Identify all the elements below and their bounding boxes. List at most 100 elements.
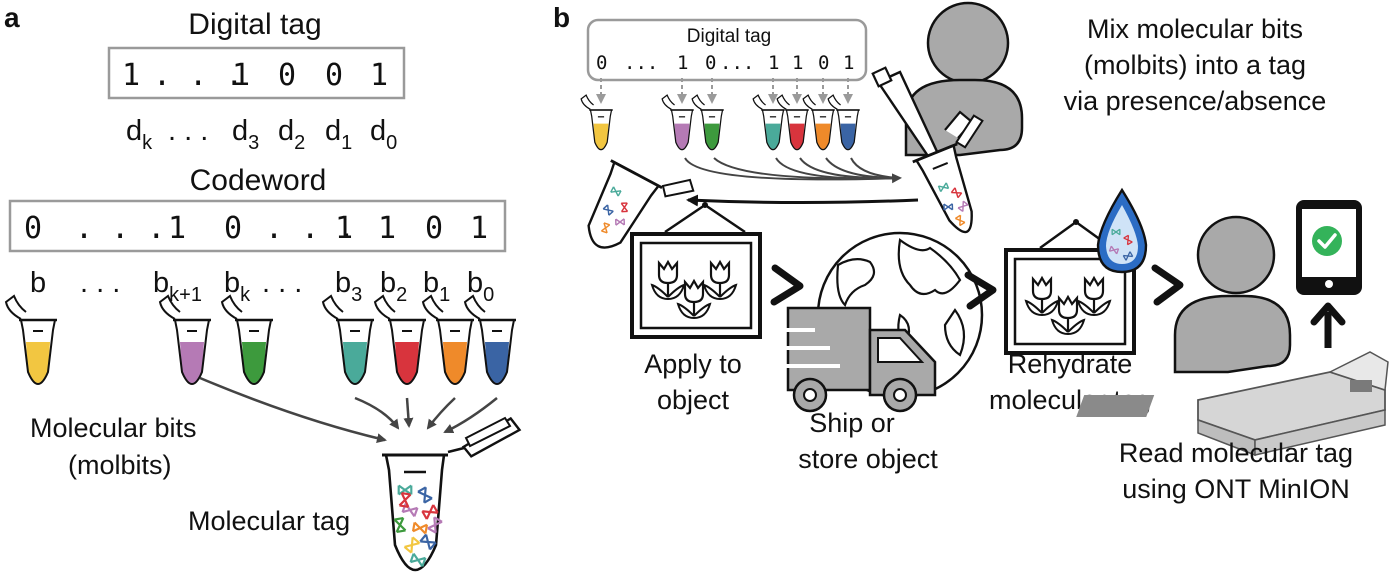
- pipette-icon: [871, 66, 974, 191]
- arrow-icon: [1151, 264, 1184, 306]
- panel-b-molbit-tubes: [580, 94, 860, 151]
- arrow-icon: [1310, 302, 1346, 326]
- mix-text-2: (molbits) into a tag: [1084, 50, 1306, 80]
- tube-icon: [463, 294, 516, 385]
- cw-dots-2: . . .: [265, 211, 355, 246]
- arrow-icon: [443, 397, 498, 434]
- d-sub-2: 2: [294, 132, 305, 154]
- b-bit-0: 0: [596, 52, 607, 74]
- mix-text-3: via presence/absence: [1064, 86, 1327, 116]
- d-sub-1: 1: [341, 132, 352, 154]
- arrow-icon: [770, 264, 804, 306]
- tube-icon: [421, 294, 474, 385]
- b-sub-1: 1: [439, 284, 450, 306]
- dna-fragment: [937, 182, 950, 192]
- mixing-tube-icon: [912, 114, 984, 234]
- dna-fragments: [1108, 228, 1134, 261]
- cw-bit-3: 1: [335, 211, 353, 246]
- tulip-icon: [676, 278, 712, 319]
- b-bit-2: 0: [705, 52, 716, 74]
- b-dots-1: . . .: [80, 267, 120, 299]
- dt-bit-3: 1: [232, 58, 250, 93]
- tube-icon: [691, 94, 724, 151]
- tube-icon: [220, 294, 273, 385]
- cw-dots-1: . . .: [75, 211, 165, 246]
- tube-icon: [827, 94, 860, 151]
- read-text-2: using ONT MinION: [1122, 474, 1350, 504]
- b-bit-1: 1: [677, 52, 688, 74]
- dna-fragment: [610, 186, 622, 197]
- svg-text:bk+1: bk+1: [153, 267, 202, 306]
- digital-tag-subscripts: dk . . . d3 d 2 d1 d0: [126, 115, 397, 154]
- arrow-icon: [403, 397, 414, 428]
- apply-text-1: Apply to: [644, 349, 742, 379]
- d-dots: . . .: [168, 115, 208, 147]
- svg-text:d1: d1: [325, 115, 352, 154]
- dna-fragment: [421, 504, 439, 520]
- cw-bit-first: 0: [24, 211, 42, 246]
- dna-fragment: [409, 553, 427, 567]
- codeword-box: [8, 199, 507, 253]
- svg-text:dk: dk: [126, 115, 153, 154]
- panel-b-digital-tag-title: Digital tag: [687, 26, 772, 47]
- dna-fragment: [411, 521, 429, 535]
- dna-fragment: [397, 484, 413, 496]
- read-text-1: Read molecular tag: [1119, 438, 1353, 468]
- tube-icon: [802, 94, 835, 151]
- molecular-tag-label: Molecular tag: [188, 506, 350, 536]
- apply-text-2: object: [657, 385, 730, 415]
- tulip-icon: [1024, 275, 1060, 316]
- b-bit-4: 1: [792, 52, 803, 74]
- cw-bit-2: 1: [378, 211, 396, 246]
- d-letter: d: [126, 115, 142, 147]
- digital-tag-box: [107, 46, 406, 100]
- arrow-icon: [199, 376, 387, 444]
- b-sub-k: k: [240, 284, 251, 306]
- b-letter: b: [30, 267, 46, 299]
- tube-icon: [4, 294, 57, 385]
- dna-fragments: [937, 182, 969, 227]
- tube-icon: [661, 94, 694, 151]
- molecular-tag-tube-icon: [382, 416, 522, 572]
- tube-icon: [373, 294, 426, 385]
- dt-dots: . . .: [153, 58, 243, 93]
- svg-text:b3: b3: [335, 267, 362, 306]
- b-bit-5: 0: [818, 52, 829, 74]
- dna-fragment: [614, 218, 626, 226]
- dna-fragment: [403, 536, 421, 554]
- b-sub-0: 0: [483, 284, 494, 306]
- b-dots-1: ...: [624, 52, 658, 74]
- d-sub-0: 0: [386, 132, 397, 154]
- dna-fragment: [1122, 251, 1134, 261]
- minion-device-icon: [1076, 351, 1389, 457]
- mixing-arrows: [684, 157, 902, 184]
- codeword-bits: 0 . . . 1 0 . . . 1 1 0 1: [24, 211, 488, 246]
- dna-fragment: [393, 516, 407, 534]
- b-sub-2: 2: [396, 284, 407, 306]
- tube-icon: [752, 94, 785, 151]
- tube-icon: [580, 94, 613, 151]
- dt-bit-k: 1: [122, 58, 140, 93]
- b-sub-3: 3: [351, 284, 362, 306]
- mix-text-1: Mix molecular bits: [1087, 14, 1303, 44]
- dna-fragments: [393, 484, 443, 567]
- molbits-label-2: (molbits): [68, 450, 172, 480]
- panel-b-label: b: [553, 2, 570, 33]
- svg-text:d0: d0: [370, 115, 397, 154]
- codeword-subscripts: b . . . bk+1 bk . . . b3 b2 b1 b0: [30, 267, 494, 306]
- svg-text:d3: d3: [232, 115, 259, 154]
- codeword-title: Codeword: [190, 164, 327, 197]
- dna-fragment: [419, 533, 437, 551]
- cw-bit-k: 0: [224, 211, 242, 246]
- tulip-icon: [702, 259, 738, 300]
- d-sub-k: k: [142, 132, 153, 154]
- dna-fragment: [398, 491, 412, 509]
- dna-fragment: [1123, 234, 1133, 246]
- tulip-icon: [1024, 275, 1112, 335]
- applying-tube-icon: [587, 159, 695, 249]
- arrow-icon: [964, 271, 997, 310]
- panel-b-digital-tag-box: [586, 18, 868, 82]
- arrow-icon: [686, 194, 919, 207]
- truck-icon: [768, 306, 937, 413]
